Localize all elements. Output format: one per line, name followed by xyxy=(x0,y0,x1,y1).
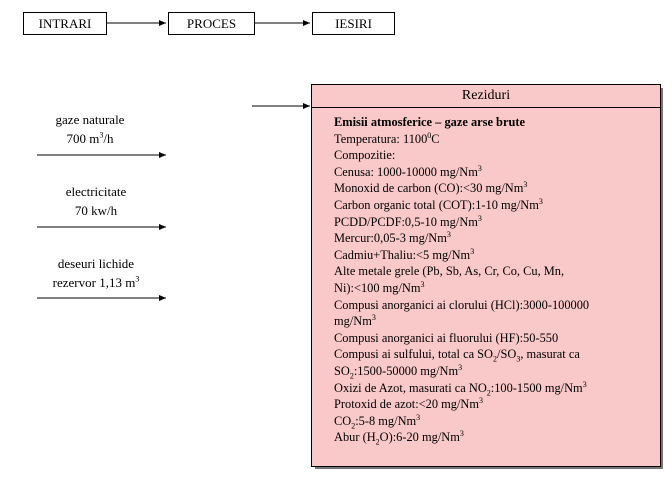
residue-box: Reziduri Emisii atmosferice – gaze arse … xyxy=(311,84,661,467)
input-liquid-waste: deseuri lichide rezervor 1,13 m3 xyxy=(36,254,156,292)
residue-shadow-right xyxy=(661,88,663,468)
item-nox: Oxizi de Azot, masurati ca NO2:100-1500 … xyxy=(334,379,587,397)
residue-header: Reziduri xyxy=(312,85,660,108)
input-natural-gas-value: 700 m3/h xyxy=(66,130,114,146)
item-pcdd: PCDD/PCDF:0,5-10 mg/Nm3 xyxy=(334,213,482,229)
item-cadmiu: Cadmiu+Thaliu:<5 mg/Nm3 xyxy=(334,246,475,262)
item-metale-line1: Alte metale grele (Pb, Sb, As, Cr, Co, C… xyxy=(334,264,565,279)
item-cot: Carbon organic total (COT):1-10 mg/Nm3 xyxy=(334,196,543,212)
input-electricity: electricitate 70 kw/h xyxy=(36,182,156,220)
inputs-box: INTRARI xyxy=(23,12,107,35)
composition-label: Compozitie: xyxy=(334,148,396,163)
item-mercur: Mercur:0,05-3 mg/Nm3 xyxy=(334,230,451,246)
item-n2o: Protoxid de azot:<20 mg/Nm3 xyxy=(334,395,484,412)
input-liquid-waste-value: rezervor 1,13 m3 xyxy=(52,274,140,290)
input-natural-gas-name: gaze naturale xyxy=(55,112,125,127)
item-hcl-line2: mg/Nm3 xyxy=(334,313,376,329)
item-metale-line2: Ni):<100 mg/Nm3 xyxy=(334,279,425,295)
item-hcl-line1: Compusi anorganici ai clorului (HCl):300… xyxy=(334,297,590,312)
input-liquid-waste-name: deseuri lichide xyxy=(57,256,135,271)
item-co: Monoxid de carbon (CO):<30 mg/Nm3 xyxy=(334,180,528,196)
item-abur: Abur (H2O):6-20 mg/Nm3 xyxy=(334,429,464,447)
item-sulf-line1: Compusi ai sulfului, total ca SO2/SO3, m… xyxy=(334,347,580,364)
outputs-box: IESIRI xyxy=(312,12,395,35)
temperature-line: Temperatura: 11000C xyxy=(334,130,440,146)
item-hf: Compusi anorganici ai fluorului (HF):50-… xyxy=(334,330,559,345)
residue-title: Emisii atmosferice – gaze arse brute xyxy=(334,115,525,129)
item-sulf-line2: SO2:1500-50000 mg/Nm3 xyxy=(334,362,463,381)
input-natural-gas: gaze naturale 700 m3/h xyxy=(30,110,150,148)
input-electricity-name: electricitate xyxy=(65,184,127,199)
residue-shadow-bottom xyxy=(315,467,663,469)
item-cenusa: Cenusa: 1000-10000 mg/Nm3 xyxy=(334,163,482,179)
residue-list: Emisii atmosferice – gaze arse brute Tem… xyxy=(334,114,646,446)
process-box: PROCES xyxy=(168,12,255,35)
input-electricity-value: 70 kw/h xyxy=(74,203,118,218)
item-co2: CO2:5-8 mg/Nm3 xyxy=(334,412,421,431)
